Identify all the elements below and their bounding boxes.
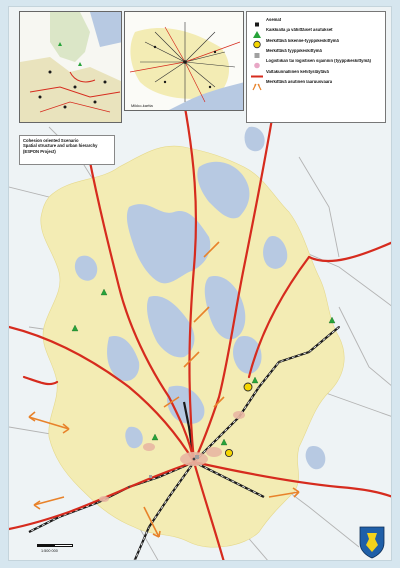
red-line-icon xyxy=(251,68,263,78)
legend-item-logistics: Logistiikan tai logistisen sijainnin (ty… xyxy=(251,57,381,69)
network-inset-graphic xyxy=(125,12,243,110)
legend-item-major-hub: Merkittävä liikenne-tyyppikeskittymä xyxy=(251,36,381,49)
grey-squares xyxy=(149,455,199,478)
legend-label: Logistiikan tai logistisen sijainnin (ty… xyxy=(266,59,371,64)
legend-label: Kaikkialla ja vähittäiset asutukset xyxy=(266,28,333,33)
legend-item-hub: Merkittävä tyyppikeskittymä xyxy=(251,46,381,58)
legend-label: Merkittävä liikenne-tyyppikeskittymä xyxy=(266,38,339,43)
detail-inset-map xyxy=(124,11,244,111)
major-roads xyxy=(9,100,391,560)
urban-areas xyxy=(99,411,245,502)
yellow-circle-icon xyxy=(251,36,263,49)
orange-arrows-icon xyxy=(251,78,263,91)
legend-label: Merkittävä asutinen laaruusvaara xyxy=(266,80,333,85)
inset-caption: Mikko-kartta xyxy=(131,103,153,108)
scale-bar: 1:500 000 xyxy=(37,541,75,555)
scale-line xyxy=(37,544,73,547)
overview-inset-map xyxy=(19,11,122,123)
square-dark-icon xyxy=(251,16,263,27)
yellow-circles xyxy=(224,382,253,458)
green-triangle-icon xyxy=(251,26,263,39)
coat-of-arms-icon xyxy=(359,526,385,559)
grey-square-icon xyxy=(251,47,263,58)
pink-circle-icon xyxy=(251,57,263,69)
map-title-line-1: Cohesion oriented Scenario xyxy=(23,138,79,143)
legend-item-corridor: Valtakunnallinen kehitysläytävä xyxy=(251,67,381,78)
map-title-box: Cohesion oriented Scenario Spatial struc… xyxy=(19,135,115,165)
green-triangles xyxy=(71,288,336,446)
scale-label: 1:500 000 xyxy=(41,549,58,553)
legend-item-arrows: Merkittävä asutinen laaruusvaara xyxy=(251,77,381,91)
town-markers xyxy=(98,326,340,528)
legend-label: Valtakunnallinen kehitysläytävä xyxy=(266,69,329,74)
legend-item-settlements: Kaikkialla ja vähittäiset asutukset xyxy=(251,25,381,39)
europe-inset-graphic xyxy=(20,12,121,122)
legend-item-stations: Asemat xyxy=(251,15,381,27)
legend-label: Asemat xyxy=(266,17,282,22)
map-frame: Mikko-kartta Cohesion oriented Scenario … xyxy=(8,6,392,561)
map-title-line-2: Spatial structure and urban hierarchy xyxy=(23,143,98,149)
legend-label: Merkittävä tyyppikeskittymä xyxy=(266,49,322,54)
lakes xyxy=(74,126,326,470)
map-title-line-3: (ESPON Project) xyxy=(23,148,56,154)
map-legend: Asemat Kaikkialla ja vähittäiset asutuks… xyxy=(246,11,386,123)
corridor-arrows xyxy=(28,241,300,538)
